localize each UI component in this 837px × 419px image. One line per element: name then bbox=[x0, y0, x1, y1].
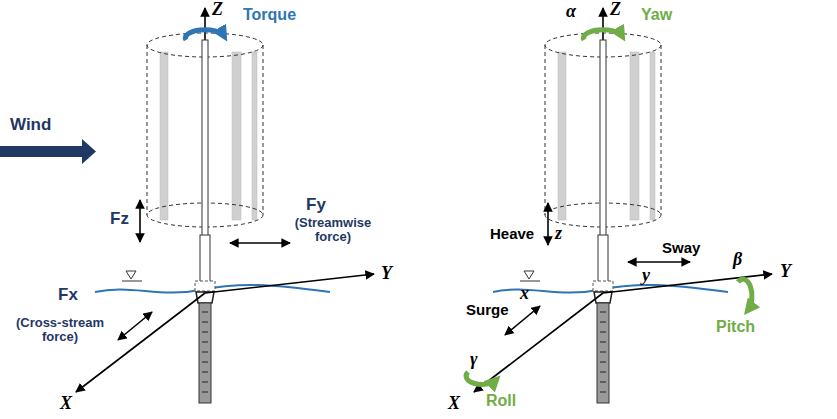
tower-base bbox=[598, 235, 608, 285]
platform bbox=[593, 281, 613, 291]
spar-mark bbox=[202, 332, 208, 333]
spar-mark bbox=[600, 312, 606, 313]
load-note: (Streamwise force) bbox=[283, 216, 383, 245]
surge-arrow bbox=[505, 306, 540, 335]
water-level-symbol bbox=[126, 271, 136, 279]
angle-label: γ bbox=[470, 350, 478, 370]
axis-label: Z bbox=[212, 0, 223, 20]
axis-label: Z bbox=[610, 0, 621, 20]
motion-label: Sway bbox=[662, 240, 700, 257]
motion-symbol: y bbox=[642, 266, 650, 286]
axis-label: X bbox=[60, 394, 72, 414]
angle-label: β bbox=[733, 250, 742, 270]
motion-label: Yaw bbox=[641, 6, 672, 24]
spar-mark bbox=[202, 362, 208, 363]
load-label: Fy bbox=[306, 196, 326, 215]
blade bbox=[232, 52, 241, 220]
x-axis bbox=[76, 293, 205, 392]
rotor-side bbox=[545, 45, 546, 215]
water-level-line bbox=[520, 281, 540, 282]
blade bbox=[630, 52, 639, 220]
spar-mark bbox=[202, 352, 208, 353]
y-axis bbox=[205, 274, 374, 293]
spar-mark bbox=[600, 392, 606, 393]
yaw-arrow bbox=[583, 30, 622, 40]
blade bbox=[252, 52, 257, 220]
wind-arrow-head bbox=[82, 139, 96, 164]
spar bbox=[597, 303, 609, 403]
load-label: Torque bbox=[243, 6, 296, 24]
axis-label: Y bbox=[780, 262, 791, 282]
spar bbox=[199, 303, 211, 403]
fz-arrow bbox=[139, 200, 141, 242]
blade bbox=[650, 52, 655, 220]
left-panel bbox=[76, 8, 374, 403]
rotor-side bbox=[147, 45, 148, 215]
motion-label: Roll bbox=[486, 392, 516, 410]
motion-label: Heave bbox=[490, 226, 534, 243]
axis-label: X bbox=[448, 394, 460, 414]
fy-arrow bbox=[230, 242, 290, 244]
spar-mark bbox=[202, 392, 208, 393]
spar-mark bbox=[600, 352, 606, 353]
blade bbox=[160, 52, 168, 220]
spar-mark bbox=[600, 372, 606, 373]
water-level-line bbox=[122, 281, 142, 282]
water-level-symbol bbox=[524, 271, 534, 279]
motion-label: Surge bbox=[466, 302, 509, 319]
spar-mark bbox=[202, 322, 208, 323]
spar-mark bbox=[202, 342, 208, 343]
motion-symbol: z bbox=[555, 224, 562, 244]
roll-arrow bbox=[466, 372, 496, 384]
load-note: (Cross-stream force) bbox=[10, 316, 110, 345]
axis-label: Y bbox=[381, 264, 392, 284]
tower-base bbox=[200, 235, 210, 285]
fx-arrow bbox=[118, 312, 152, 340]
angle-label: α bbox=[566, 2, 576, 22]
spar-mark bbox=[202, 372, 208, 373]
motion-symbol: x bbox=[520, 284, 529, 304]
torque-arrow bbox=[185, 30, 224, 40]
spar-mark bbox=[600, 382, 606, 383]
wind-label: Wind bbox=[10, 116, 51, 135]
rotor-side bbox=[661, 45, 662, 215]
spar-mark bbox=[600, 332, 606, 333]
rotor-side bbox=[263, 45, 264, 215]
spar-mark bbox=[600, 362, 606, 363]
spar-mark bbox=[202, 382, 208, 383]
motion-label: Pitch bbox=[716, 318, 755, 336]
right-panel bbox=[474, 8, 772, 403]
platform bbox=[195, 281, 215, 291]
sway-arrow bbox=[628, 261, 690, 263]
wind-arrow bbox=[0, 146, 82, 157]
spar-mark bbox=[202, 312, 208, 313]
blade bbox=[558, 52, 566, 220]
pitch-arrow bbox=[738, 279, 752, 310]
spar-mark bbox=[600, 322, 606, 323]
load-label: Fx bbox=[58, 286, 78, 305]
spar-mark bbox=[600, 342, 606, 343]
load-label: Fz bbox=[110, 210, 129, 229]
heave-arrow bbox=[547, 203, 549, 245]
